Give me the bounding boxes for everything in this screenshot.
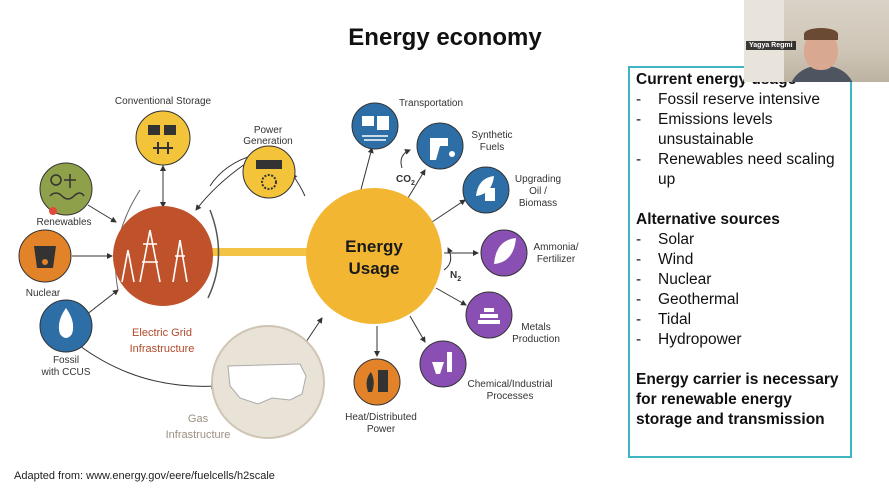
list-item: Renewables need scaling up <box>636 150 844 190</box>
label-chemical-2: Processes <box>487 391 534 402</box>
label-co2: CO2 <box>396 174 415 187</box>
label-chemical-1: Chemical/Industrial <box>467 379 552 390</box>
label-renewables: Renewables <box>36 217 91 228</box>
label-n2: N2 <box>450 270 461 283</box>
label-power-generation-2: Generation <box>243 136 292 147</box>
list-item: Fossil reserve intensive <box>636 90 844 110</box>
notes-panel: Current energy usage Fossil reserve inte… <box>628 66 852 458</box>
label-upgrading-1: Upgrading <box>515 174 561 185</box>
center-label-line1: Energy <box>345 237 403 256</box>
presenter-hair <box>804 28 838 40</box>
energy-usage-node: Energy Usage <box>306 188 442 324</box>
current-usage-list: Fossil reserve intensive Emissions level… <box>636 90 844 190</box>
metals-node <box>465 291 513 339</box>
label-ammonia-1: Ammonia/ <box>533 242 578 253</box>
webcam-name-tag: Yagya Regmi <box>746 41 796 50</box>
label-power-generation-1: Power <box>254 125 283 136</box>
list-item: Geothermal <box>636 290 844 310</box>
heat-distributed-node <box>353 358 401 406</box>
label-heat-1: Heat/Distributed <box>345 412 417 423</box>
label-upgrading-3: Biomass <box>519 198 557 209</box>
gas-infrastructure-node <box>211 325 325 439</box>
label-conventional-storage: Conventional Storage <box>115 96 212 107</box>
presenter-body <box>788 66 856 82</box>
list-item: Nuclear <box>636 270 844 290</box>
label-upgrading-2: Oil / <box>529 186 547 197</box>
list-item: Wind <box>636 250 844 270</box>
list-item: Tidal <box>636 310 844 330</box>
label-fossil-1: Fossil <box>53 355 79 366</box>
upgrading-oil-node <box>462 166 510 214</box>
label-gas-1: Gas <box>188 413 209 425</box>
label-ammonia-2: Fertilizer <box>537 254 576 265</box>
energy-carrier-note: Energy carrier is necessary for renewabl… <box>636 371 839 428</box>
label-gas-2: Infrastructure <box>166 429 231 441</box>
conventional-storage-node <box>135 110 191 166</box>
electric-grid-node <box>113 206 220 306</box>
ammonia-node <box>480 229 528 277</box>
grid-usage-link <box>208 248 312 256</box>
energy-diagram: Energy Usage <box>18 96 579 441</box>
label-nuclear: Nuclear <box>26 288 61 299</box>
slide-title: Energy economy <box>348 24 542 51</box>
connector-lines <box>72 147 479 390</box>
nuclear-node <box>18 229 72 283</box>
center-label-line2: Usage <box>348 259 399 278</box>
webcam-video[interactable]: Yagya Regmi <box>744 0 889 82</box>
label-synthetic-fuels-1: Synthetic <box>471 130 512 141</box>
source-credit: Adapted from: www.energy.gov/eere/fuelce… <box>14 470 275 482</box>
label-transportation: Transportation <box>399 98 463 109</box>
label-fossil-2: with CCUS <box>41 367 91 378</box>
label-grid-1: Electric Grid <box>132 327 192 339</box>
label-synthetic-fuels-2: Fuels <box>480 142 504 153</box>
label-metals-1: Metals <box>521 322 550 333</box>
alternative-sources-list: Solar Wind Nuclear Geothermal Tidal Hydr… <box>636 230 844 350</box>
list-item: Emissions levels unsustainable <box>636 110 844 150</box>
synthetic-fuels-node <box>416 122 464 170</box>
label-heat-2: Power <box>367 424 396 435</box>
list-item: Hydropower <box>636 330 844 350</box>
fossil-node <box>39 299 93 353</box>
alternative-sources-heading: Alternative sources <box>636 211 780 228</box>
list-item: Solar <box>636 230 844 250</box>
renewables-node <box>39 162 93 216</box>
transportation-node <box>351 102 399 150</box>
chemical-node <box>419 340 467 388</box>
label-grid-2: Infrastructure <box>130 343 195 355</box>
label-metals-2: Production <box>512 334 560 345</box>
power-generation-node <box>242 145 296 199</box>
